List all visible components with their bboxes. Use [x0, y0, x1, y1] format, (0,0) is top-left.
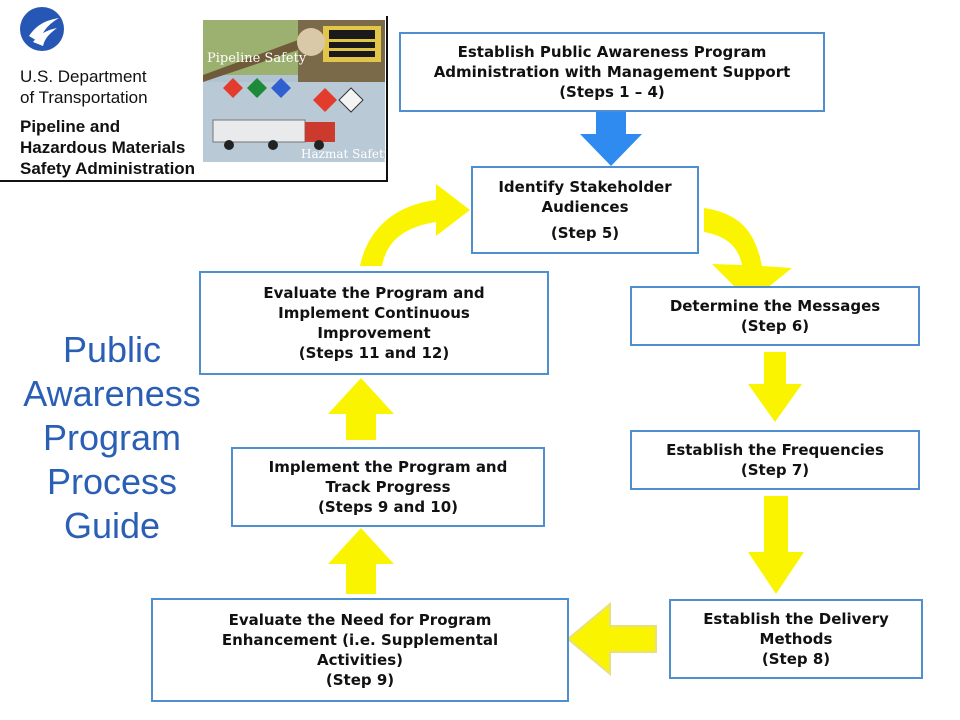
- step-messages-line-1: Determine the Messages: [669, 297, 881, 315]
- title-line-1: Public: [62, 329, 162, 370]
- blue-down-arrow: [580, 110, 642, 166]
- step-enhancement-line-3: Activities): [316, 651, 403, 669]
- admin-line-1: Pipeline and: [20, 117, 121, 136]
- step-enhancement-line-4: (Step 9): [325, 671, 395, 689]
- step-box-enhancement: Evaluate the Need for Program Enhancemen…: [151, 598, 569, 702]
- step-admin-line-1: Establish Public Awareness Program: [457, 43, 767, 61]
- title-line-4: Process: [46, 461, 178, 502]
- step-admin-line-3: (Steps 1 – 4): [559, 83, 665, 101]
- agency-line-2: of Transportation: [20, 88, 148, 107]
- step-evaluate-line-4: (Steps 11 and 12): [298, 344, 450, 362]
- step-box-frequencies: Establish the Frequencies (Step 7): [630, 430, 920, 490]
- down-arrow-to-delivery: [748, 496, 804, 594]
- curved-arrow-to-stakeholders: [360, 184, 470, 266]
- left-arrow-to-enhancement: [566, 601, 657, 677]
- photo-caption-top: Pipeline Safety: [207, 51, 307, 66]
- step-implement-line-2: Track Progress: [325, 478, 451, 496]
- step-stakeholders-line-2: Audiences: [541, 198, 629, 216]
- admin-line-3: Safety Administration: [20, 159, 196, 178]
- step-admin-line-2: Administration with Management Support: [433, 63, 791, 81]
- step-box-delivery: Establish the Delivery Methods (Step 8): [669, 599, 923, 679]
- step-frequencies-line-2: (Step 7): [740, 461, 810, 479]
- photo-caption-bottom: Hazmat Safety: [301, 147, 385, 161]
- step-box-stakeholders: Identify Stakeholder Audiences (Step 5): [471, 166, 699, 254]
- step-delivery-line-3: (Step 8): [761, 650, 831, 668]
- down-arrow-to-frequencies: [748, 352, 802, 422]
- up-arrow-to-evaluate: [328, 378, 394, 440]
- step-evaluate-line-3: Improvement: [317, 324, 431, 342]
- step-messages-line-2: (Step 6): [740, 317, 810, 335]
- step-implement-line-3: (Steps 9 and 10): [317, 498, 459, 516]
- header-divider: [0, 180, 388, 182]
- title-line-2: Awareness: [23, 373, 201, 414]
- step-evaluate-line-1: Evaluate the Program and: [263, 284, 485, 302]
- step-delivery-line-2: Methods: [759, 630, 833, 648]
- admin-line-2: Hazardous Materials: [20, 138, 186, 157]
- title-line-5: Guide: [63, 505, 161, 546]
- dot-emblem-icon: [20, 7, 64, 51]
- safety-photo-collage: Pipeline Safety Hazmat Safety: [203, 20, 385, 162]
- step-enhancement-line-1: Evaluate the Need for Program: [228, 611, 492, 629]
- step-evaluate-line-2: Implement Continuous: [278, 304, 470, 322]
- step-box-messages: Determine the Messages (Step 6): [630, 286, 920, 346]
- title-line-3: Program: [42, 417, 182, 458]
- step-delivery-line-1: Establish the Delivery: [703, 610, 889, 628]
- step-box-evaluate: Evaluate the Program and Implement Conti…: [199, 271, 549, 375]
- step-frequencies-line-1: Establish the Frequencies: [666, 441, 884, 459]
- step-enhancement-line-2: Enhancement (i.e. Supplemental: [221, 631, 499, 649]
- step-box-admin: Establish Public Awareness Program Admin…: [399, 32, 825, 112]
- step-stakeholders-line-1: Identify Stakeholder: [498, 178, 672, 196]
- step-box-implement: Implement the Program and Track Progress…: [231, 447, 545, 527]
- curved-arrow-to-messages: [704, 208, 792, 302]
- diagram-title: Public Awareness Program Process Guide: [16, 328, 208, 548]
- agency-line-1: U.S. Department: [20, 67, 147, 86]
- step-implement-line-1: Implement the Program and: [268, 458, 508, 476]
- header-divider-vertical: [386, 16, 388, 182]
- up-arrow-to-implement: [328, 528, 394, 594]
- step-stakeholders-line-3: (Step 5): [550, 224, 620, 242]
- dot-phmsa-logo: U.S. Department of Transportation Pipeli…: [0, 0, 388, 184]
